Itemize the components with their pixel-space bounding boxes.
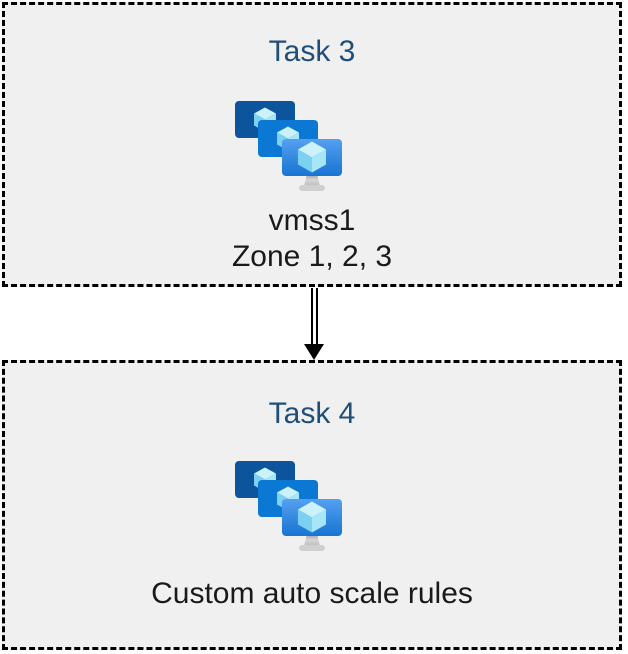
task4-title: Task 4 [268,397,356,430]
autoscale-label: Custom auto scale rules [151,577,473,610]
vmss-name-label: vmss1 [268,204,356,237]
connector-double-line [311,288,318,345]
task3-caption: vmss1 Zone 1, 2, 3 [5,203,619,275]
vmss-icon [235,461,342,551]
task4-caption: Custom auto scale rules [5,576,619,612]
zones-label: Zone 1, 2, 3 [231,240,393,273]
task3-title: Task 3 [268,35,356,68]
task3-box: Task 3 vmss1 Zone 1, 2, 3 [2,2,622,287]
arrow-down-icon [304,344,324,360]
vmss-icon [235,101,342,191]
task4-box: Task 4 Custom auto scale rules [2,360,622,650]
